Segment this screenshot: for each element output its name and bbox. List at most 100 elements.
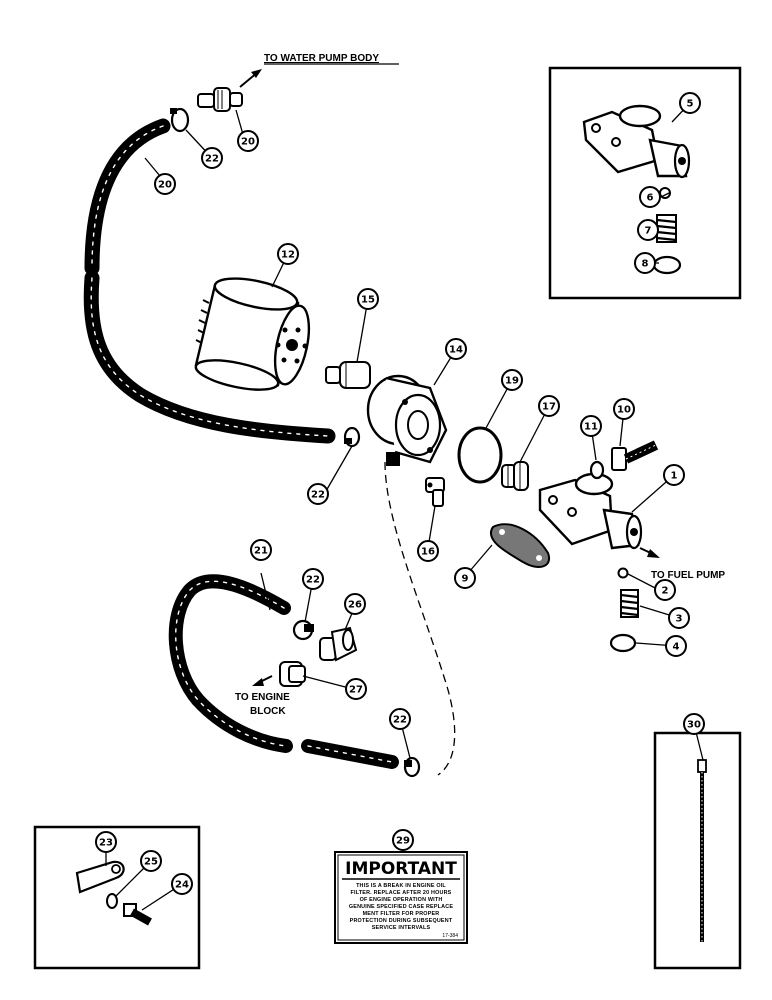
callout-num-6: 6: [647, 193, 654, 204]
hose-lower: [168, 574, 399, 769]
spring-inset: [656, 214, 677, 243]
callout-num-29: 29: [396, 836, 410, 847]
decal-line-2: FILTER. REPLACE AFTER 20 HOURS: [351, 890, 452, 896]
callout-num-9: 9: [462, 574, 469, 585]
callout-num-10: 10: [617, 405, 631, 416]
filter-head: [366, 374, 448, 466]
hose-clamp-lower-right: [403, 756, 421, 778]
plug-inset: [652, 255, 682, 275]
callout-20-hose: [154, 173, 176, 195]
elbow-fitting: [319, 626, 358, 662]
callouts: [95, 92, 705, 895]
callout-8: [634, 252, 656, 274]
callout-num-30: 30: [687, 720, 701, 731]
relief-valve-body: [538, 472, 643, 550]
important-decal: IMPORTANT THIS IS A BREAK IN ENGINE OIL …: [334, 851, 468, 944]
connector-fitting: [501, 461, 529, 491]
callout-num-26: 26: [348, 600, 362, 611]
callout-9: [454, 567, 476, 589]
callout-num-20a: 20: [241, 137, 255, 148]
washer: [589, 460, 605, 480]
callout-num-20b: 20: [158, 180, 172, 191]
callout-10: [613, 398, 635, 420]
callout-num-8: 8: [642, 259, 649, 270]
o-ring: [457, 426, 503, 484]
callout-3: [668, 607, 690, 629]
cable-tie: [697, 759, 707, 942]
callout-num-4: 4: [673, 642, 680, 653]
hose-upper: [83, 118, 336, 444]
gasket: [490, 523, 551, 568]
callout-2: [654, 579, 676, 601]
inset-box-bracket: [33, 825, 201, 970]
plug: [609, 633, 637, 653]
decal-line-7: SERVICE INTERVALS: [372, 925, 431, 931]
callout-num-27: 27: [349, 685, 363, 696]
bolt: [611, 440, 659, 471]
decal-line-3: OF ENGINE OPERATION WITH: [360, 897, 443, 903]
callout-16: [417, 540, 439, 562]
callout-num-25: 25: [144, 857, 158, 868]
callout-17: [538, 395, 560, 417]
callout-14: [445, 338, 467, 360]
callout-15: [357, 288, 379, 310]
callout-num-5: 5: [687, 99, 694, 110]
relief-valve-body-inset: [582, 104, 691, 179]
callout-23: [95, 831, 117, 853]
water-pump-fitting: [197, 87, 243, 112]
label-engine-block-1: TO ENGINE: [235, 692, 290, 703]
callout-29: [392, 829, 414, 851]
callout-num-2: 2: [662, 586, 669, 597]
callout-19: [501, 369, 523, 391]
callout-num-11: 11: [584, 422, 598, 433]
callout-22-clamp-upper: [201, 147, 223, 169]
callout-num-14: 14: [449, 345, 463, 356]
decal-line-4: GENUINE SPECIFIED CASE REPLACE: [349, 904, 453, 910]
label-fuel-pump: TO FUEL PUMP: [651, 570, 725, 581]
callout-22-clamp-bottom: [389, 708, 411, 730]
callout-num-24: 24: [175, 880, 189, 891]
decal-line-1: THIS IS A BREAK IN ENGINE OIL: [356, 883, 446, 889]
clip-bracket: [75, 860, 125, 894]
callout-num-22d: 22: [393, 715, 407, 726]
callout-12: [277, 243, 299, 265]
lock-washer: [106, 893, 118, 909]
callout-4: [665, 635, 687, 657]
decal-line-6: PROTECTION DURING SUBSEQUENT: [350, 918, 453, 924]
drain-fitting: [425, 477, 445, 507]
callout-11: [580, 415, 602, 437]
decal-line-5: MENT FILTER FOR PROPER: [363, 911, 440, 917]
callout-20-fitting: [237, 130, 259, 152]
leader-lines: [105, 102, 704, 911]
callout-7: [637, 219, 659, 241]
block-fitting: [279, 661, 306, 687]
callout-num-23: 23: [99, 838, 113, 849]
ball: [617, 567, 629, 579]
label-water-pump: TO WATER PUMP BODY: [264, 53, 379, 64]
callout-num-21: 21: [254, 546, 268, 557]
label-engine-block-2: BLOCK: [250, 706, 286, 717]
callout-num-22c: 22: [306, 575, 320, 586]
callout-5: [679, 92, 701, 114]
arrow-fuel-pump: [639, 547, 660, 558]
decal-code: 17-384: [442, 933, 458, 939]
callout-num-7: 7: [645, 226, 652, 237]
callout-25: [140, 850, 162, 872]
callout-num-22a: 22: [205, 154, 219, 165]
callout-6: [639, 186, 661, 208]
cap-screw: [123, 903, 152, 926]
callout-num-17: 17: [542, 402, 556, 413]
hose-clamp-upper: [170, 107, 190, 133]
callout-num-1: 1: [671, 471, 678, 482]
callout-1: [663, 464, 685, 486]
hose-clamp-lower-left: [292, 619, 314, 641]
arrow-engine-block: [252, 675, 273, 686]
callout-24: [171, 873, 193, 895]
decal-title: IMPORTANT: [345, 859, 457, 879]
spring: [620, 589, 639, 618]
callout-26: [344, 593, 366, 615]
callout-num-15: 15: [361, 295, 375, 306]
callout-num-3: 3: [676, 614, 683, 625]
